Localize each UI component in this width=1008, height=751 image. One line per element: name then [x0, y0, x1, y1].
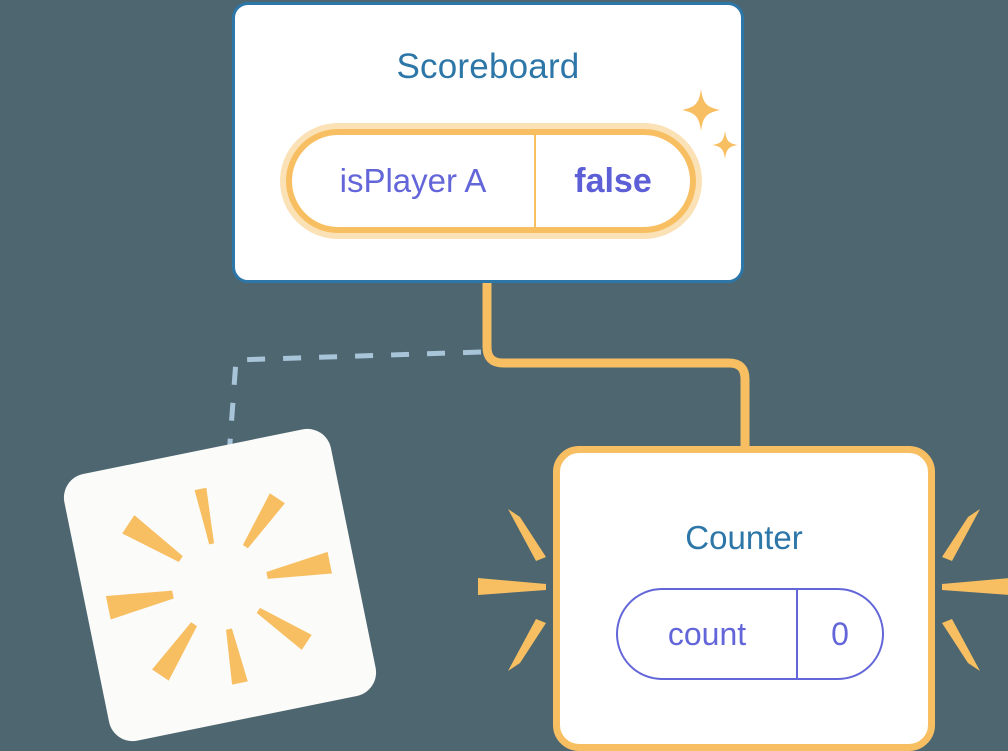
counter-title: Counter	[685, 519, 803, 556]
connector-solid-scoreboard-to-counter	[482, 283, 750, 470]
scoreboard-state-pill[interactable]: isPlayer A false	[286, 129, 696, 233]
counter-state-value: 0	[831, 615, 849, 652]
burst-ray	[194, 487, 214, 543]
counter-state-pill[interactable]: count 0	[616, 588, 884, 680]
counter-card-surface: Counter count 0	[553, 446, 935, 751]
counter-card[interactable]: Counter count 0	[553, 446, 935, 751]
burst-ray	[242, 493, 285, 549]
scoreboard-card[interactable]: Scoreboard isPlayer A false	[232, 2, 744, 283]
blank-card-burst-icon	[105, 487, 332, 685]
burst-ray	[266, 551, 332, 579]
scoreboard-state-value: false	[574, 161, 652, 200]
counter-state-key: count	[618, 590, 798, 678]
scoreboard-state-key: isPlayer A	[292, 135, 536, 227]
blank-card[interactable]	[59, 424, 381, 746]
burst-ray	[226, 628, 248, 685]
burst-ray	[152, 622, 197, 681]
scoreboard-state-pill-halo: isPlayer A false	[280, 123, 702, 239]
burst-ray	[122, 515, 183, 562]
burst-ray	[105, 590, 174, 620]
connector-dashed-scoreboard-to-blank-card	[225, 349, 482, 471]
burst-ray	[256, 607, 312, 650]
scoreboard-title: Scoreboard	[396, 47, 580, 86]
